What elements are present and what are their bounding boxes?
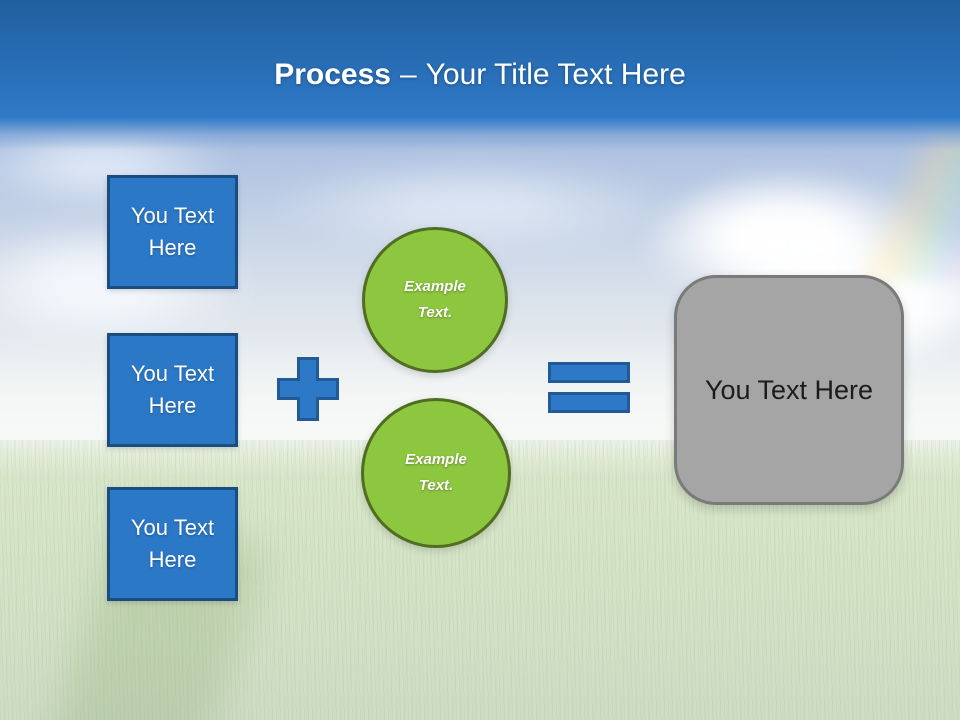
example-circle-1: Example Text. xyxy=(362,227,508,373)
slide-title-text: Your Title Text Here xyxy=(425,58,686,91)
input-box-3: You Text Here xyxy=(107,487,238,601)
example-circle-1-label: Example Text. xyxy=(404,278,466,321)
rainbow xyxy=(860,130,960,280)
equals-bar-bottom xyxy=(548,392,630,413)
equals-bar-top xyxy=(548,362,630,383)
input-box-2-label: You Text Here xyxy=(130,361,215,418)
slide-title: Process–Your Title Text Here xyxy=(0,57,960,93)
example-circle-2: Example Text. xyxy=(361,398,511,548)
input-box-1-label: You Text Here xyxy=(130,203,215,260)
example-circle-2-label: Example Text. xyxy=(405,451,467,494)
slide-title-emphasis: Process xyxy=(274,58,391,91)
input-box-2: You Text Here xyxy=(107,333,238,447)
result-box-label: You Text Here xyxy=(704,374,874,405)
equals-icon xyxy=(548,362,630,413)
result-box: You Text Here xyxy=(674,275,904,505)
input-box-3-label: You Text Here xyxy=(130,515,215,572)
title-banner xyxy=(0,0,960,150)
plus-icon xyxy=(277,357,339,421)
slide-title-dash: – xyxy=(399,58,417,91)
input-box-1: You Text Here xyxy=(107,175,238,289)
